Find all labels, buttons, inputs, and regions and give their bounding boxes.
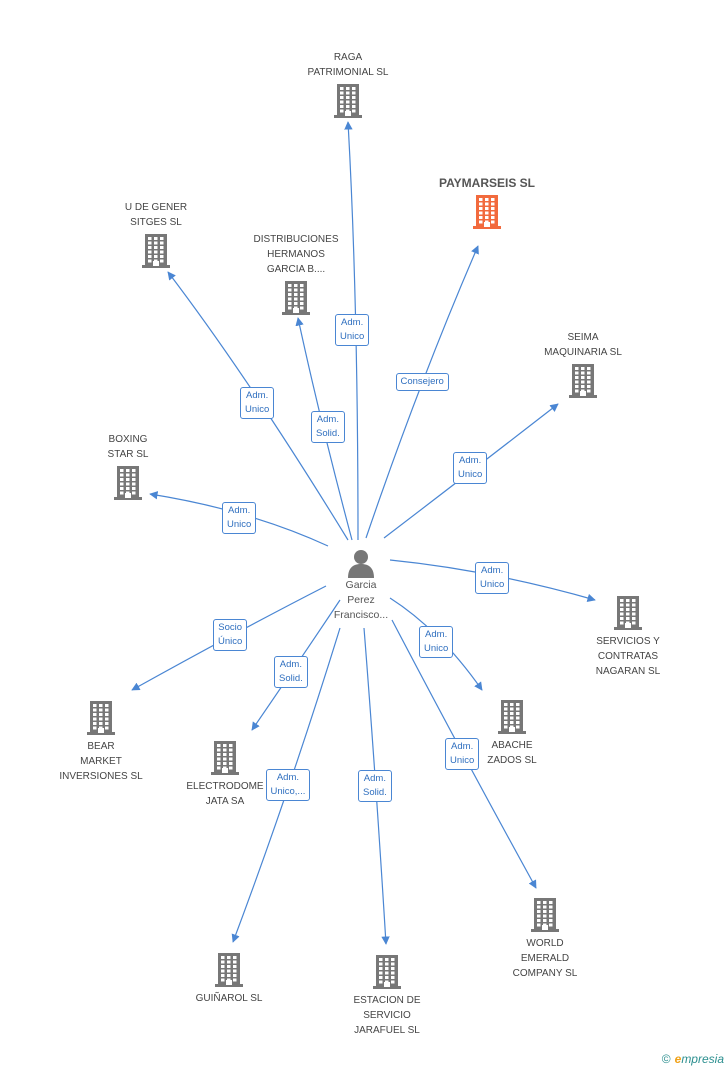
edge-label-raga[interactable]: Adm. Unico	[335, 314, 370, 346]
company-label: ELECTRODOME JATA SA	[186, 781, 264, 807]
center-person-label: Garcia Perez Francisco...	[333, 579, 389, 621]
building-icon	[211, 741, 239, 775]
company-node-paymarseis[interactable]: PAYMARSEIS SL	[422, 176, 552, 229]
building-icon	[142, 234, 170, 268]
building-icon	[282, 281, 310, 315]
building-icon	[215, 953, 243, 987]
edge-label-world[interactable]: Adm. Unico	[445, 738, 480, 770]
person-icon	[348, 550, 374, 578]
company-label: SERVICIOS Y CONTRATAS NAGARAN SL	[595, 636, 661, 677]
edge-label-guinarol[interactable]: Adm. Unico,...	[265, 769, 311, 801]
building-icon	[614, 596, 642, 630]
company-label: PAYMARSEIS SL	[438, 176, 536, 190]
company-node-servicios[interactable]: SERVICIOS Y CONTRATAS NAGARAN SL	[563, 596, 693, 679]
company-node-guinarol[interactable]: GUIÑAROL SL	[164, 953, 294, 1006]
edge-label-boxing[interactable]: Adm. Unico	[222, 502, 257, 534]
company-label: BOXING STAR SL	[107, 434, 149, 460]
edge-label-electrodome[interactable]: Adm. Solid.	[274, 656, 308, 688]
company-node-distribuciones[interactable]: DISTRIBUCIONES HERMANOS GARCIA B....	[231, 232, 361, 315]
company-label: U DE GENER SITGES SL	[124, 202, 188, 228]
building-icon	[498, 700, 526, 734]
edge-label-seima[interactable]: Adm. Unico	[453, 452, 488, 484]
company-label: GUIÑAROL SL	[195, 993, 263, 1004]
brand-logo: ©empresia	[661, 1052, 724, 1066]
company-label: WORLD EMERALD COMPANY SL	[512, 938, 578, 979]
company-node-world[interactable]: WORLD EMERALD COMPANY SL	[480, 898, 610, 981]
company-node-electrodome[interactable]: ELECTRODOME JATA SA	[160, 741, 290, 809]
edge-label-servicios[interactable]: Adm. Unico	[475, 562, 510, 594]
edge-label-estacion[interactable]: Adm. Solid.	[358, 770, 392, 802]
building-icon	[334, 84, 362, 118]
building-icon	[531, 898, 559, 932]
edge-label-abache[interactable]: Adm. Unico	[419, 626, 454, 658]
company-node-raga[interactable]: RAGA PATRIMONIAL SL	[283, 50, 413, 118]
building-icon	[473, 195, 501, 229]
company-label: ESTACION DE SERVICIO JARAFUEL SL	[353, 995, 421, 1036]
company-node-ujdegener[interactable]: U DE GENER SITGES SL	[91, 200, 221, 268]
company-node-abache[interactable]: ABACHE ZADOS SL	[447, 700, 577, 768]
company-label: ABACHE ZADOS SL	[487, 740, 537, 766]
building-icon	[373, 955, 401, 989]
company-label: BEAR MARKET INVERSIONES SL	[59, 741, 143, 782]
company-label: DISTRIBUCIONES HERMANOS GARCIA B....	[253, 234, 339, 275]
edge-label-ujdegener[interactable]: Adm. Unico	[240, 387, 275, 419]
copyright-icon: ©	[661, 1052, 671, 1066]
edge-label-distribuciones[interactable]: Adm. Solid.	[311, 411, 345, 443]
company-node-boxing[interactable]: BOXING STAR SL	[63, 432, 193, 500]
center-person[interactable]: Garcia Perez Francisco...	[306, 548, 416, 623]
building-icon	[87, 701, 115, 735]
edge-label-paymarseis[interactable]: Consejero	[395, 373, 449, 391]
edge-label-bear[interactable]: Socio Único	[213, 619, 248, 651]
company-node-estacion[interactable]: ESTACION DE SERVICIO JARAFUEL SL	[322, 955, 452, 1038]
company-node-bear[interactable]: BEAR MARKET INVERSIONES SL	[36, 701, 166, 784]
edge-paymarseis	[365, 245, 479, 539]
company-label: SEIMA MAQUINARIA SL	[544, 332, 622, 358]
building-icon	[114, 466, 142, 500]
building-icon	[569, 364, 597, 398]
company-node-seima[interactable]: SEIMA MAQUINARIA SL	[518, 330, 648, 398]
company-label: RAGA PATRIMONIAL SL	[307, 52, 389, 78]
